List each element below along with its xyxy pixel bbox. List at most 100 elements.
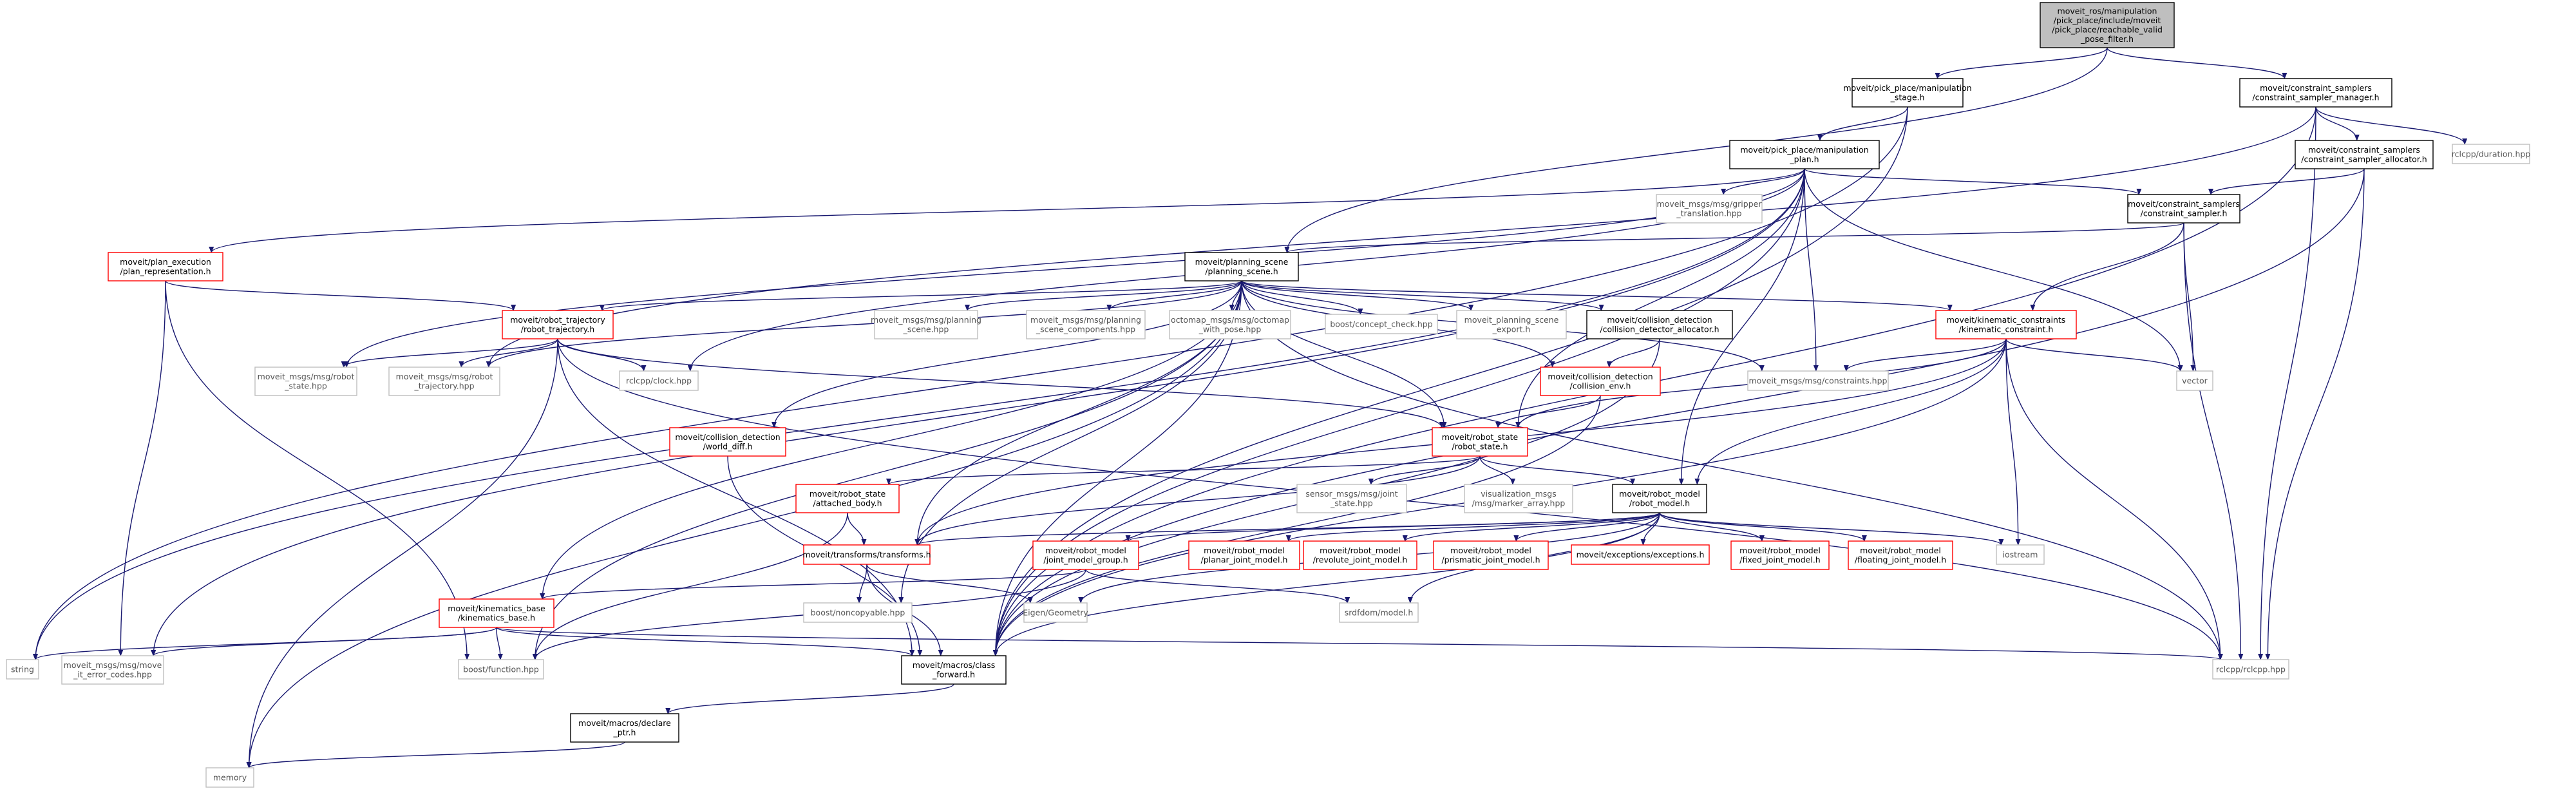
node-kin-base[interactable]: moveit/kinematics_base/kinematics_base.h — [439, 598, 554, 628]
node-cd-env[interactable]: moveit/collision_detection/collision_env… — [1540, 367, 1661, 396]
node-box — [1852, 78, 1964, 108]
edge-robot-state-to-attached — [886, 455, 1481, 485]
node-attached[interactable]: moveit/robot_state/attached_body.h — [795, 484, 900, 513]
node-label: /robot_state.h — [1452, 442, 1508, 452]
node-ps-hpp[interactable]: moveit_msgs/msg/planning_scene.hpp — [871, 310, 981, 339]
node-label: boost/noncopyable.hpp — [811, 607, 905, 617]
node-box — [2127, 194, 2240, 224]
edge-robot-traj-to-clock — [557, 338, 647, 372]
node-ps-export[interactable]: moveit_planning_scene_export.h — [1456, 310, 1567, 339]
node-box — [1026, 310, 1146, 339]
node-box — [458, 659, 544, 680]
edge-planning-scene-to-psc-hpp — [1106, 280, 1242, 311]
edge-robot-model-to-fixed — [1659, 512, 1765, 542]
node-box — [2452, 144, 2530, 164]
node-label: moveit_msgs/msg/planning — [1030, 315, 1141, 325]
node-cd-alloc[interactable]: moveit/collision_detection/collision_det… — [1586, 310, 1733, 339]
edge-kc-to-vector — [2005, 338, 2183, 372]
node-robot-traj[interactable]: moveit/robot_trajectory/robot_trajectory… — [502, 310, 614, 339]
node-world-diff[interactable]: moveit/collision_detection/world_diff.h — [669, 427, 786, 457]
node-label: _state.hpp — [284, 381, 327, 391]
node-psc-hpp[interactable]: moveit_msgs/msg/planning_scene_component… — [1026, 310, 1146, 339]
node-css-alloc[interactable]: moveit/constraint_samplers/constraint_sa… — [2295, 140, 2434, 169]
node-label: moveit/robot_state — [1442, 432, 1519, 442]
node-root[interactable]: moveit_ros/manipulation/pick_place/inclu… — [2040, 2, 2175, 48]
node-robot-state-hpp[interactable]: moveit_msgs/msg/robot_state.hpp — [254, 367, 357, 396]
node-box — [2239, 78, 2392, 108]
node-css-mgr[interactable]: moveit/constraint_samplers/constraint_sa… — [2239, 78, 2392, 108]
node-vector[interactable]: vector — [2176, 370, 2213, 391]
node-bfunc[interactable]: boost/function.hpp — [458, 659, 544, 680]
node-fixed[interactable]: moveit/robot_model/fixed_joint_model.h — [1730, 540, 1830, 570]
node-manip-plan[interactable]: moveit/pick_place/manipulation_plan.h — [1729, 140, 1880, 169]
edge-robot-model-to-floating — [1659, 512, 1867, 542]
node-label: _trajectory.hpp — [413, 381, 474, 391]
node-box — [1325, 314, 1438, 334]
edge-manip-plan-to-gripper — [1721, 168, 1805, 195]
node-constraints-hpp[interactable]: moveit_msgs/msg/constraints.hpp — [1747, 370, 1889, 391]
node-label: /kinematic_constraint.h — [1959, 325, 2054, 334]
node-box — [570, 713, 679, 743]
node-exceptions[interactable]: moveit/exceptions/exceptions.h — [1571, 544, 1710, 565]
node-gripper[interactable]: moveit_msgs/msg/gripper_translation.hpp — [1656, 194, 1763, 224]
node-jmg[interactable]: moveit/robot_model/joint_model_group.h — [1032, 540, 1139, 570]
edge-manip-plan-to-cs — [1804, 168, 2142, 195]
node-planar[interactable]: moveit/robot_model/planar_joint_model.h — [1188, 540, 1300, 570]
node-robot-traj-hpp[interactable]: moveit_msgs/msg/robot_trajectory.hpp — [388, 367, 500, 396]
node-srdf[interactable]: srdfdom/model.h — [1339, 602, 1419, 623]
node-transforms[interactable]: moveit/transforms/transforms.h — [802, 544, 931, 565]
node-memory[interactable]: memory — [205, 767, 254, 788]
node-sensor[interactable]: sensor_msgs/msg/joint_state.hpp — [1296, 484, 1407, 513]
node-clock[interactable]: rclcpp/clock.hpp — [619, 370, 699, 391]
node-viz[interactable]: visualization_msgs/msg/marker_array.hpp — [1464, 484, 1573, 513]
node-noncopyable[interactable]: boost/noncopyable.hpp — [803, 602, 913, 623]
edge-manip-stage-to-string — [33, 106, 1908, 660]
node-rclcpp-duration[interactable]: rclcpp/duration.hpp — [2452, 144, 2531, 164]
node-class-fwd[interactable]: moveit/macros/class_forward.h — [901, 655, 1007, 685]
node-label: _forward.h — [932, 670, 975, 680]
edge-plan-exec-to-bfunc — [165, 280, 470, 660]
edge-cd-env-to-robot-state — [1495, 395, 1601, 428]
node-robot-state[interactable]: moveit/robot_state/robot_state.h — [1432, 427, 1528, 457]
node-kc[interactable]: moveit/kinematic_constraints/kinematic_c… — [1935, 310, 2077, 339]
node-box — [2040, 2, 2175, 48]
node-label: moveit/collision_detection — [1607, 315, 1712, 325]
node-label: srdfdom/model.h — [1345, 607, 1414, 617]
node-prismatic[interactable]: moveit/robot_model/prismatic_joint_model… — [1433, 540, 1549, 570]
node-string[interactable]: string — [6, 659, 39, 680]
node-octomap[interactable]: octomap_msgs/msg/octomap_with_pose.hpp — [1169, 310, 1291, 339]
edge-cs-to-planning-scene — [1284, 222, 2184, 253]
node-label: /pick_place/include/moveit — [2054, 15, 2161, 25]
node-label: rclcpp/rclcpp.hpp — [2216, 664, 2286, 674]
node-box — [1848, 540, 1953, 570]
node-label: /kinematics_base.h — [458, 613, 535, 623]
node-box — [6, 659, 39, 680]
node-move-it-err[interactable]: moveit_msgs/msg/move_it_error_codes.hpp — [61, 655, 164, 685]
node-label: string — [11, 664, 34, 674]
node-label: moveit/robot_state — [810, 489, 886, 499]
node-box — [108, 252, 223, 281]
edge-jmg-to-kin-base — [540, 569, 1086, 600]
node-box — [1456, 310, 1567, 339]
node-label: vector — [2182, 376, 2208, 385]
node-manip-stage[interactable]: moveit/pick_place/manipulation_stage.h — [1843, 78, 1972, 108]
node-robot-model[interactable]: moveit/robot_model/robot_model.h — [1612, 484, 1707, 513]
node-label: moveit/robot_model — [1045, 546, 1126, 555]
node-label: _scene.hpp — [903, 325, 949, 334]
edge-robot-model-to-planar — [1286, 512, 1660, 542]
node-concept[interactable]: boost/concept_check.hpp — [1325, 314, 1438, 334]
node-declare-ptr[interactable]: moveit/macros/declare_ptr.h — [570, 713, 679, 743]
node-floating[interactable]: moveit/robot_model/floating_joint_model.… — [1848, 540, 1953, 570]
node-label: /attached_body.h — [813, 499, 882, 508]
node-cs[interactable]: moveit/constraint_samplers/constraint_sa… — [2127, 194, 2240, 224]
node-iostream[interactable]: iostream — [1996, 544, 2045, 565]
node-box — [1023, 602, 1088, 623]
node-revolute[interactable]: moveit/robot_model/revolute_joint_model.… — [1303, 540, 1417, 570]
node-plan-exec[interactable]: moveit/plan_execution/plan_representatio… — [108, 252, 223, 281]
node-label: rclcpp/clock.hpp — [626, 376, 692, 385]
node-rclcpp[interactable]: rclcpp/rclcpp.hpp — [2212, 659, 2289, 680]
node-planning-scene[interactable]: moveit/planning_scene/planning_scene.h — [1184, 252, 1299, 281]
node-eigen[interactable]: Eigen/Geometry — [1023, 602, 1088, 623]
edge-kc-to-robot-model — [1694, 338, 2007, 485]
node-label: moveit/exceptions/exceptions.h — [1577, 549, 1705, 559]
